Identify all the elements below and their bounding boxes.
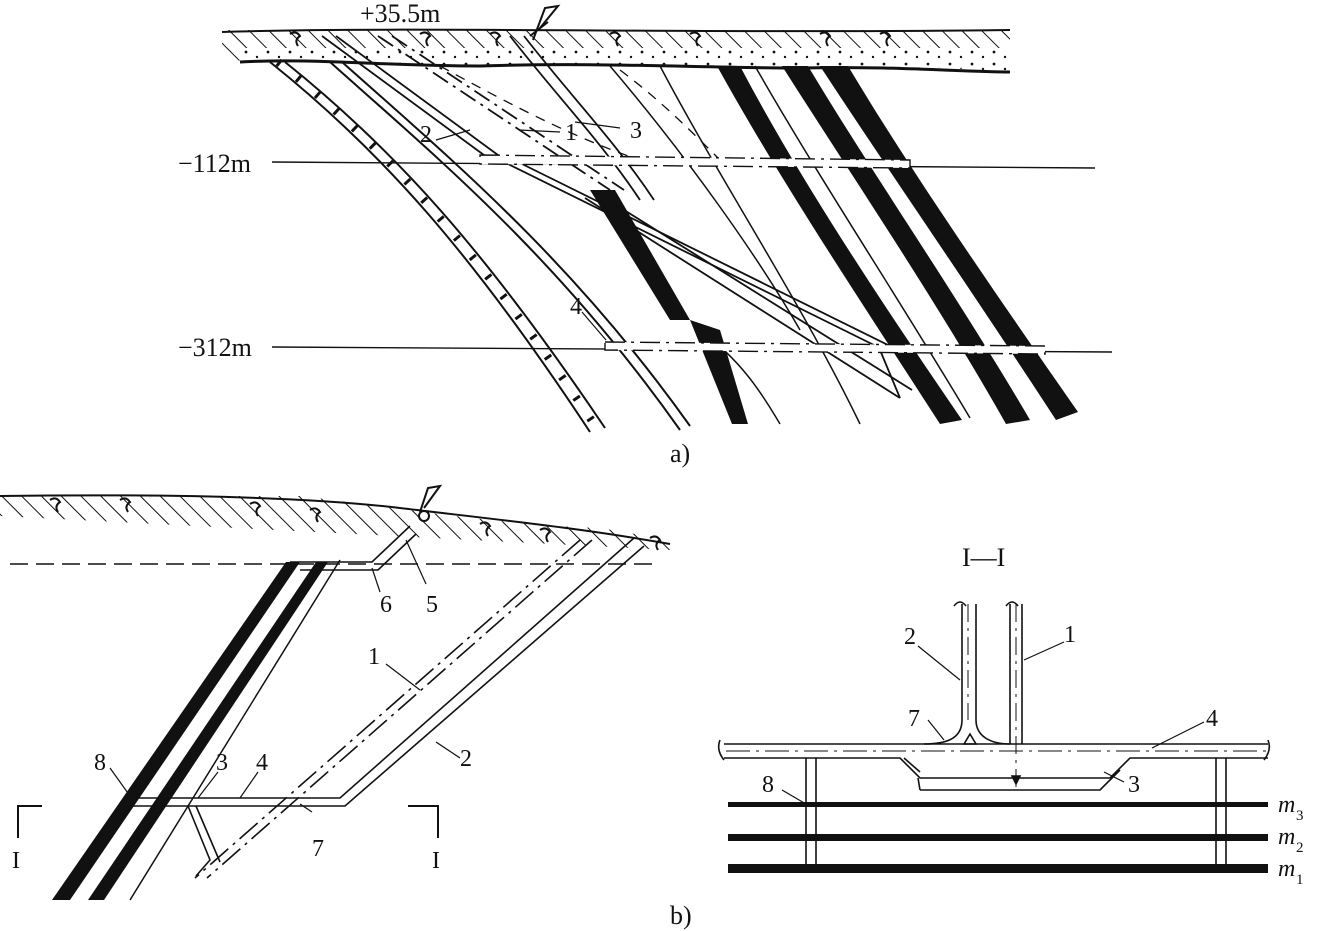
svg-text:2: 2: [1296, 840, 1304, 856]
section-seams: [728, 802, 1268, 873]
caption-a: a): [670, 439, 690, 468]
section-title: I—I: [962, 543, 1005, 572]
level-minus312-a: [271, 341, 1113, 355]
callout-b-1: 1: [368, 644, 380, 670]
level-minus312-label: −312m: [178, 333, 252, 362]
shaft-head-b: [418, 484, 443, 522]
elevation-top-label: +35.5m: [360, 0, 440, 28]
strata-lines-a: [609, 65, 971, 425]
callout-a-2: 2: [420, 122, 432, 148]
seam-label-m3: m 3: [1278, 792, 1304, 824]
svg-text:m: m: [1278, 856, 1295, 882]
fault-zone-a: [269, 58, 691, 433]
svg-text:1: 1: [1296, 872, 1304, 888]
figure-b: I I 8 3 4 6 5 1 2 7 b): [0, 484, 692, 930]
section-raises: [805, 758, 1227, 866]
callout-b-8: 8: [94, 750, 106, 776]
svg-text:m: m: [1278, 824, 1295, 850]
section-callout-3: 3: [1128, 772, 1140, 798]
inclined-shafts-a: [321, 35, 913, 399]
section-mark-right: I: [432, 848, 440, 874]
roadways-b: [126, 525, 645, 879]
callout-b-2: 2: [460, 746, 472, 772]
section-callout-8: 8: [762, 772, 774, 798]
callout-leaders-b: [109, 539, 461, 813]
section-callout-leaders: [781, 641, 1205, 805]
section-shafts: [923, 601, 1023, 790]
dashed-strata-a: [439, 65, 721, 161]
callout-a-4: 4: [570, 294, 582, 320]
coal-seams-b: [52, 559, 341, 901]
section-view: I—I: [717, 543, 1304, 888]
surface-soil-b: [0, 494, 671, 551]
seam-label-m1: m 1: [1278, 856, 1304, 888]
section-mark-left: I: [12, 848, 20, 874]
callout-a-1: 1: [565, 120, 577, 146]
figure-a: +35.5m −112m −312m 2 1 3 4 a): [178, 0, 1113, 468]
caption-b: b): [670, 901, 692, 930]
vegetation-marks-a: [289, 31, 892, 47]
level-minus112-label: −112m: [178, 149, 251, 178]
callout-b-3: 3: [216, 750, 228, 776]
callout-a-3: 3: [630, 118, 642, 144]
section-callout-4: 4: [1206, 706, 1218, 732]
section-callout-2: 2: [904, 624, 916, 650]
section-callout-1: 1: [1064, 622, 1076, 648]
callout-b-5: 5: [426, 592, 438, 618]
callout-b-4: 4: [256, 750, 268, 776]
callout-b-6: 6: [380, 592, 392, 618]
coal-seams-a: [590, 66, 1078, 424]
callout-leaders-a: [435, 121, 621, 341]
svg-text:m: m: [1278, 792, 1295, 818]
surface-soil-a: [221, 28, 1011, 74]
callout-b-7: 7: [312, 836, 324, 862]
section-main-roadway: [717, 739, 1271, 791]
vegetation-marks-b: [49, 497, 662, 551]
level-minus112-a: [271, 154, 1096, 169]
seam-label-m2: m 2: [1278, 824, 1304, 856]
shaft-head-a: [529, 4, 561, 41]
section-callout-7: 7: [908, 706, 920, 732]
svg-text:3: 3: [1296, 808, 1304, 824]
section-marks-b: [17, 805, 439, 838]
